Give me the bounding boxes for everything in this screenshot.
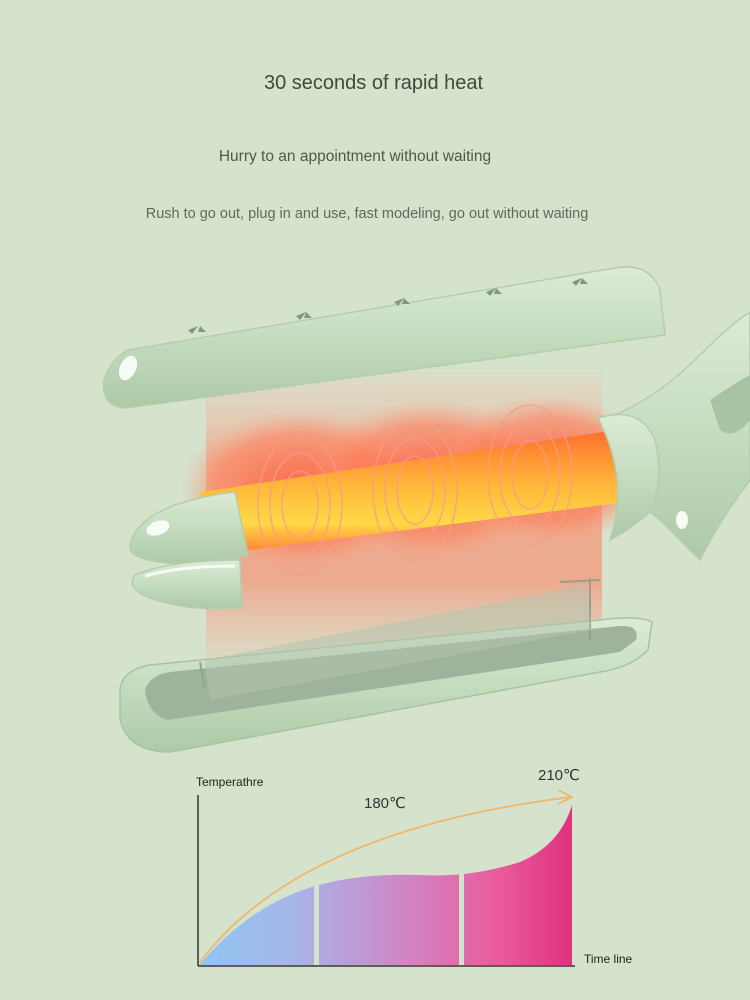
barrel-tip xyxy=(129,491,249,610)
stage-divider-2 xyxy=(459,860,464,970)
description: Rush to go out, plug in and use, fast mo… xyxy=(145,206,589,222)
temperature-area xyxy=(199,805,572,965)
trend-arrowhead xyxy=(557,789,575,805)
curler-illustration xyxy=(102,266,750,753)
subtitle: Hurry to an appointment without waiting xyxy=(218,148,492,165)
heated-barrel xyxy=(200,404,660,576)
headline: 30 seconds of rapid heat xyxy=(264,72,484,94)
bottom-plate xyxy=(119,578,653,753)
temperature-chart: Temperathre Time line 180℃ 210℃ xyxy=(196,767,633,970)
x-axis-label: Time line xyxy=(584,952,633,966)
annotation-180: 180℃ xyxy=(364,795,406,812)
y-axis-label: Temperathre xyxy=(196,775,264,789)
top-plate xyxy=(102,266,666,409)
annotation-210: 210℃ xyxy=(538,767,580,784)
trend-arrow xyxy=(199,796,573,963)
stage-divider-1 xyxy=(314,860,319,970)
